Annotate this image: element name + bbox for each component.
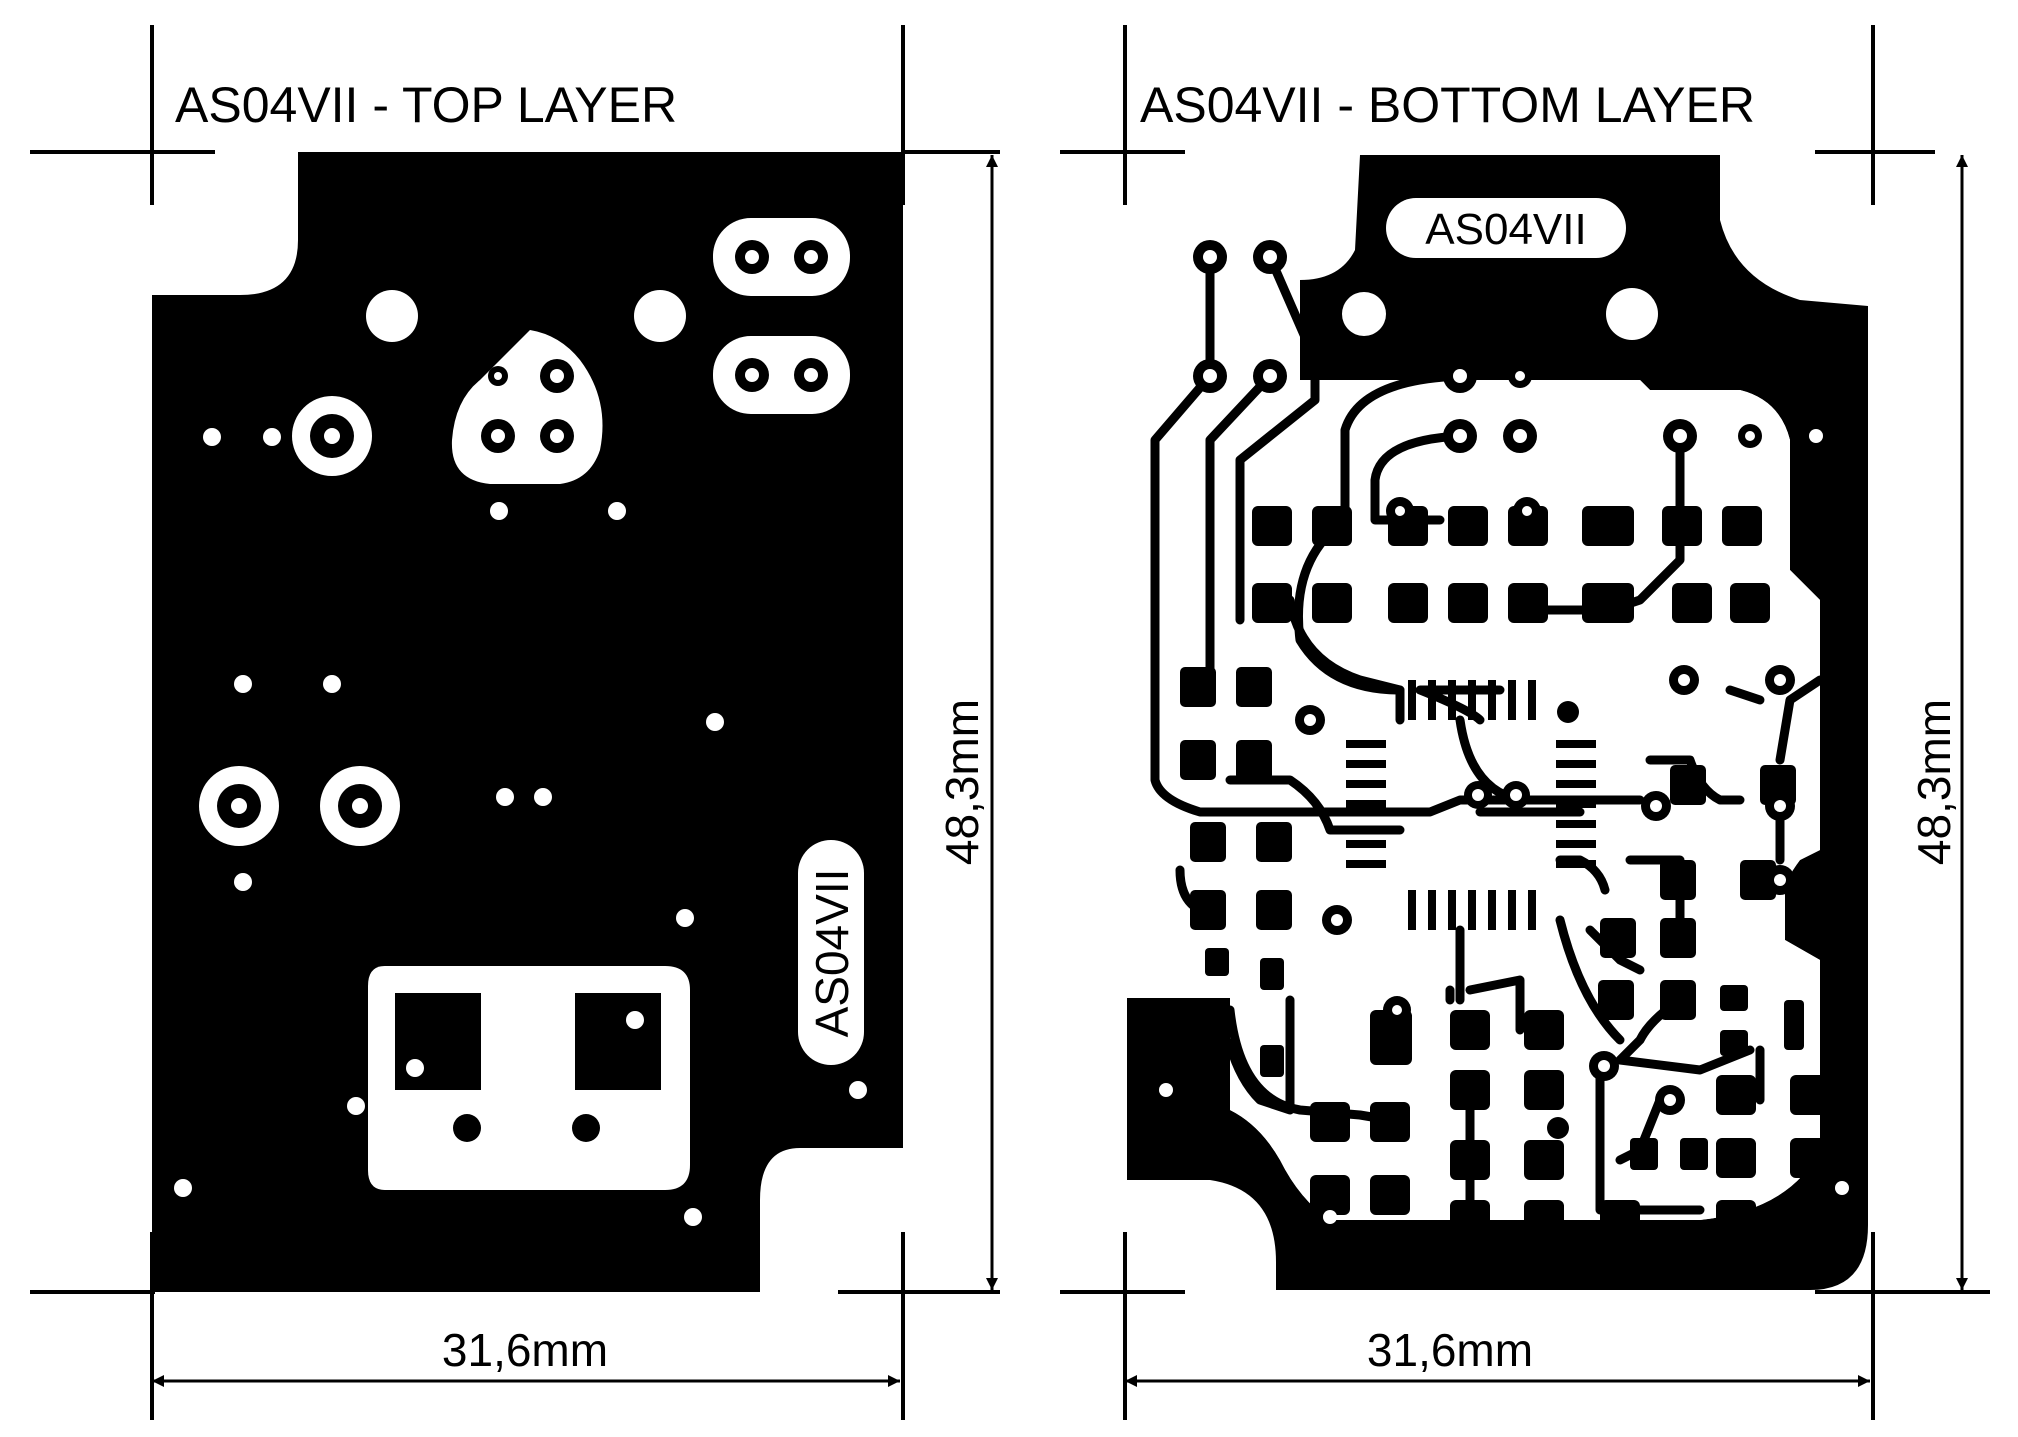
bottom-crop-marks [1060,25,1990,1420]
bottom-th-pads [1159,240,1849,1224]
top-height-label: 48,3mm [936,699,988,865]
mounting-hole [366,290,418,342]
bottom-copper-pour [1127,155,1868,1290]
bottom-ic-pins [1346,680,1596,930]
pad-clearance [713,336,850,414]
bottom-smd-pads [1180,506,1830,1240]
label-clearance [798,840,864,1065]
mounting-hole [634,290,686,342]
bottom-board-label: AS04VII [1425,205,1586,254]
top-layer-panel: AS04VII - TOP LAYER [30,25,1000,1420]
bottom-height-label: 48,3mm [1908,699,1960,865]
bottom-width-label: 31,6mm [1367,1324,1533,1376]
bottom-layer-title: AS04VII - BOTTOM LAYER [1140,77,1755,133]
top-layer-title: AS04VII - TOP LAYER [175,77,677,133]
top-board-label: AS04VII [806,869,858,1038]
top-pads [217,240,828,1142]
top-width-label: 31,6mm [442,1324,608,1376]
top-height-dimension: 48,3mm [936,155,998,1290]
label-clearance [1386,198,1626,258]
bottom-height-dimension: 48,3mm [1908,155,1968,1290]
bottom-layer-panel: AS04VII - BOTTOM LAYER AS04VII [1060,25,1990,1420]
top-width-dimension: 31,6mm [152,1324,900,1387]
pad-clearance [713,218,850,296]
bottom-width-dimension: 31,6mm [1125,1324,1870,1387]
